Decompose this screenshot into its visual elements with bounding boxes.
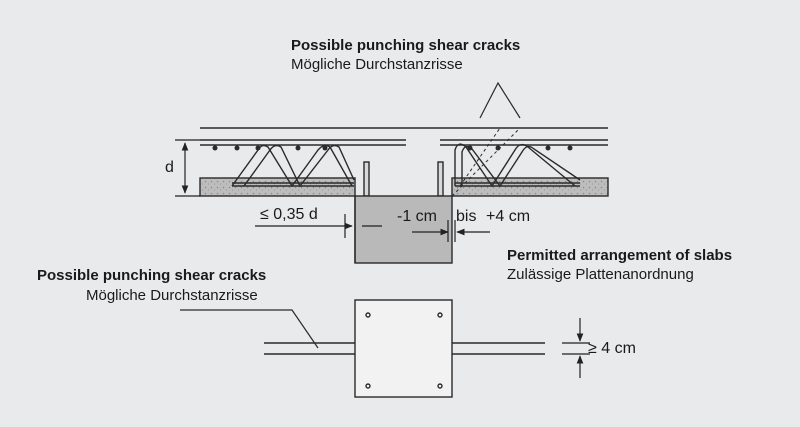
minus1-label: -1 cm: [397, 208, 437, 225]
cracks-left-label-de: Mögliche Durchstanzrisse: [86, 287, 258, 304]
precast-slab-right: [451, 177, 609, 197]
d-dimension: [175, 139, 200, 197]
cracks-left-label-en: Possible punching shear cracks: [37, 267, 267, 284]
ge4-dimension: [562, 318, 590, 378]
permitted-label-en: Permitted arrangement of slabs: [507, 247, 733, 264]
permitted-label-de: Zulässige Plattenanordnung: [507, 266, 694, 283]
gap-dimension: [412, 220, 490, 242]
bis-label: bis: [456, 208, 477, 225]
precast-slab-left: [199, 177, 356, 197]
section-view: [199, 81, 609, 264]
plan-view: [180, 299, 545, 398]
d-label: d: [165, 159, 174, 176]
le035d-label: ≤ 0,35 d: [260, 206, 318, 223]
shear-bar-right: [437, 161, 444, 197]
crack-line-1: [451, 127, 521, 197]
crack-leader: [479, 81, 521, 119]
column-plan: [354, 299, 453, 398]
plus4-label: +4 cm: [486, 208, 531, 225]
column: [354, 195, 453, 264]
cracks-top-label-en: Possible punching shear cracks: [291, 37, 521, 54]
plan-crack-leader: [180, 309, 319, 349]
shear-bar-left: [363, 161, 370, 197]
cracks-top-label-de: Mögliche Durchstanzrisse: [291, 56, 463, 73]
le035d-dimension: [255, 214, 382, 238]
ge4-label: ≥ 4 cm: [588, 340, 636, 357]
